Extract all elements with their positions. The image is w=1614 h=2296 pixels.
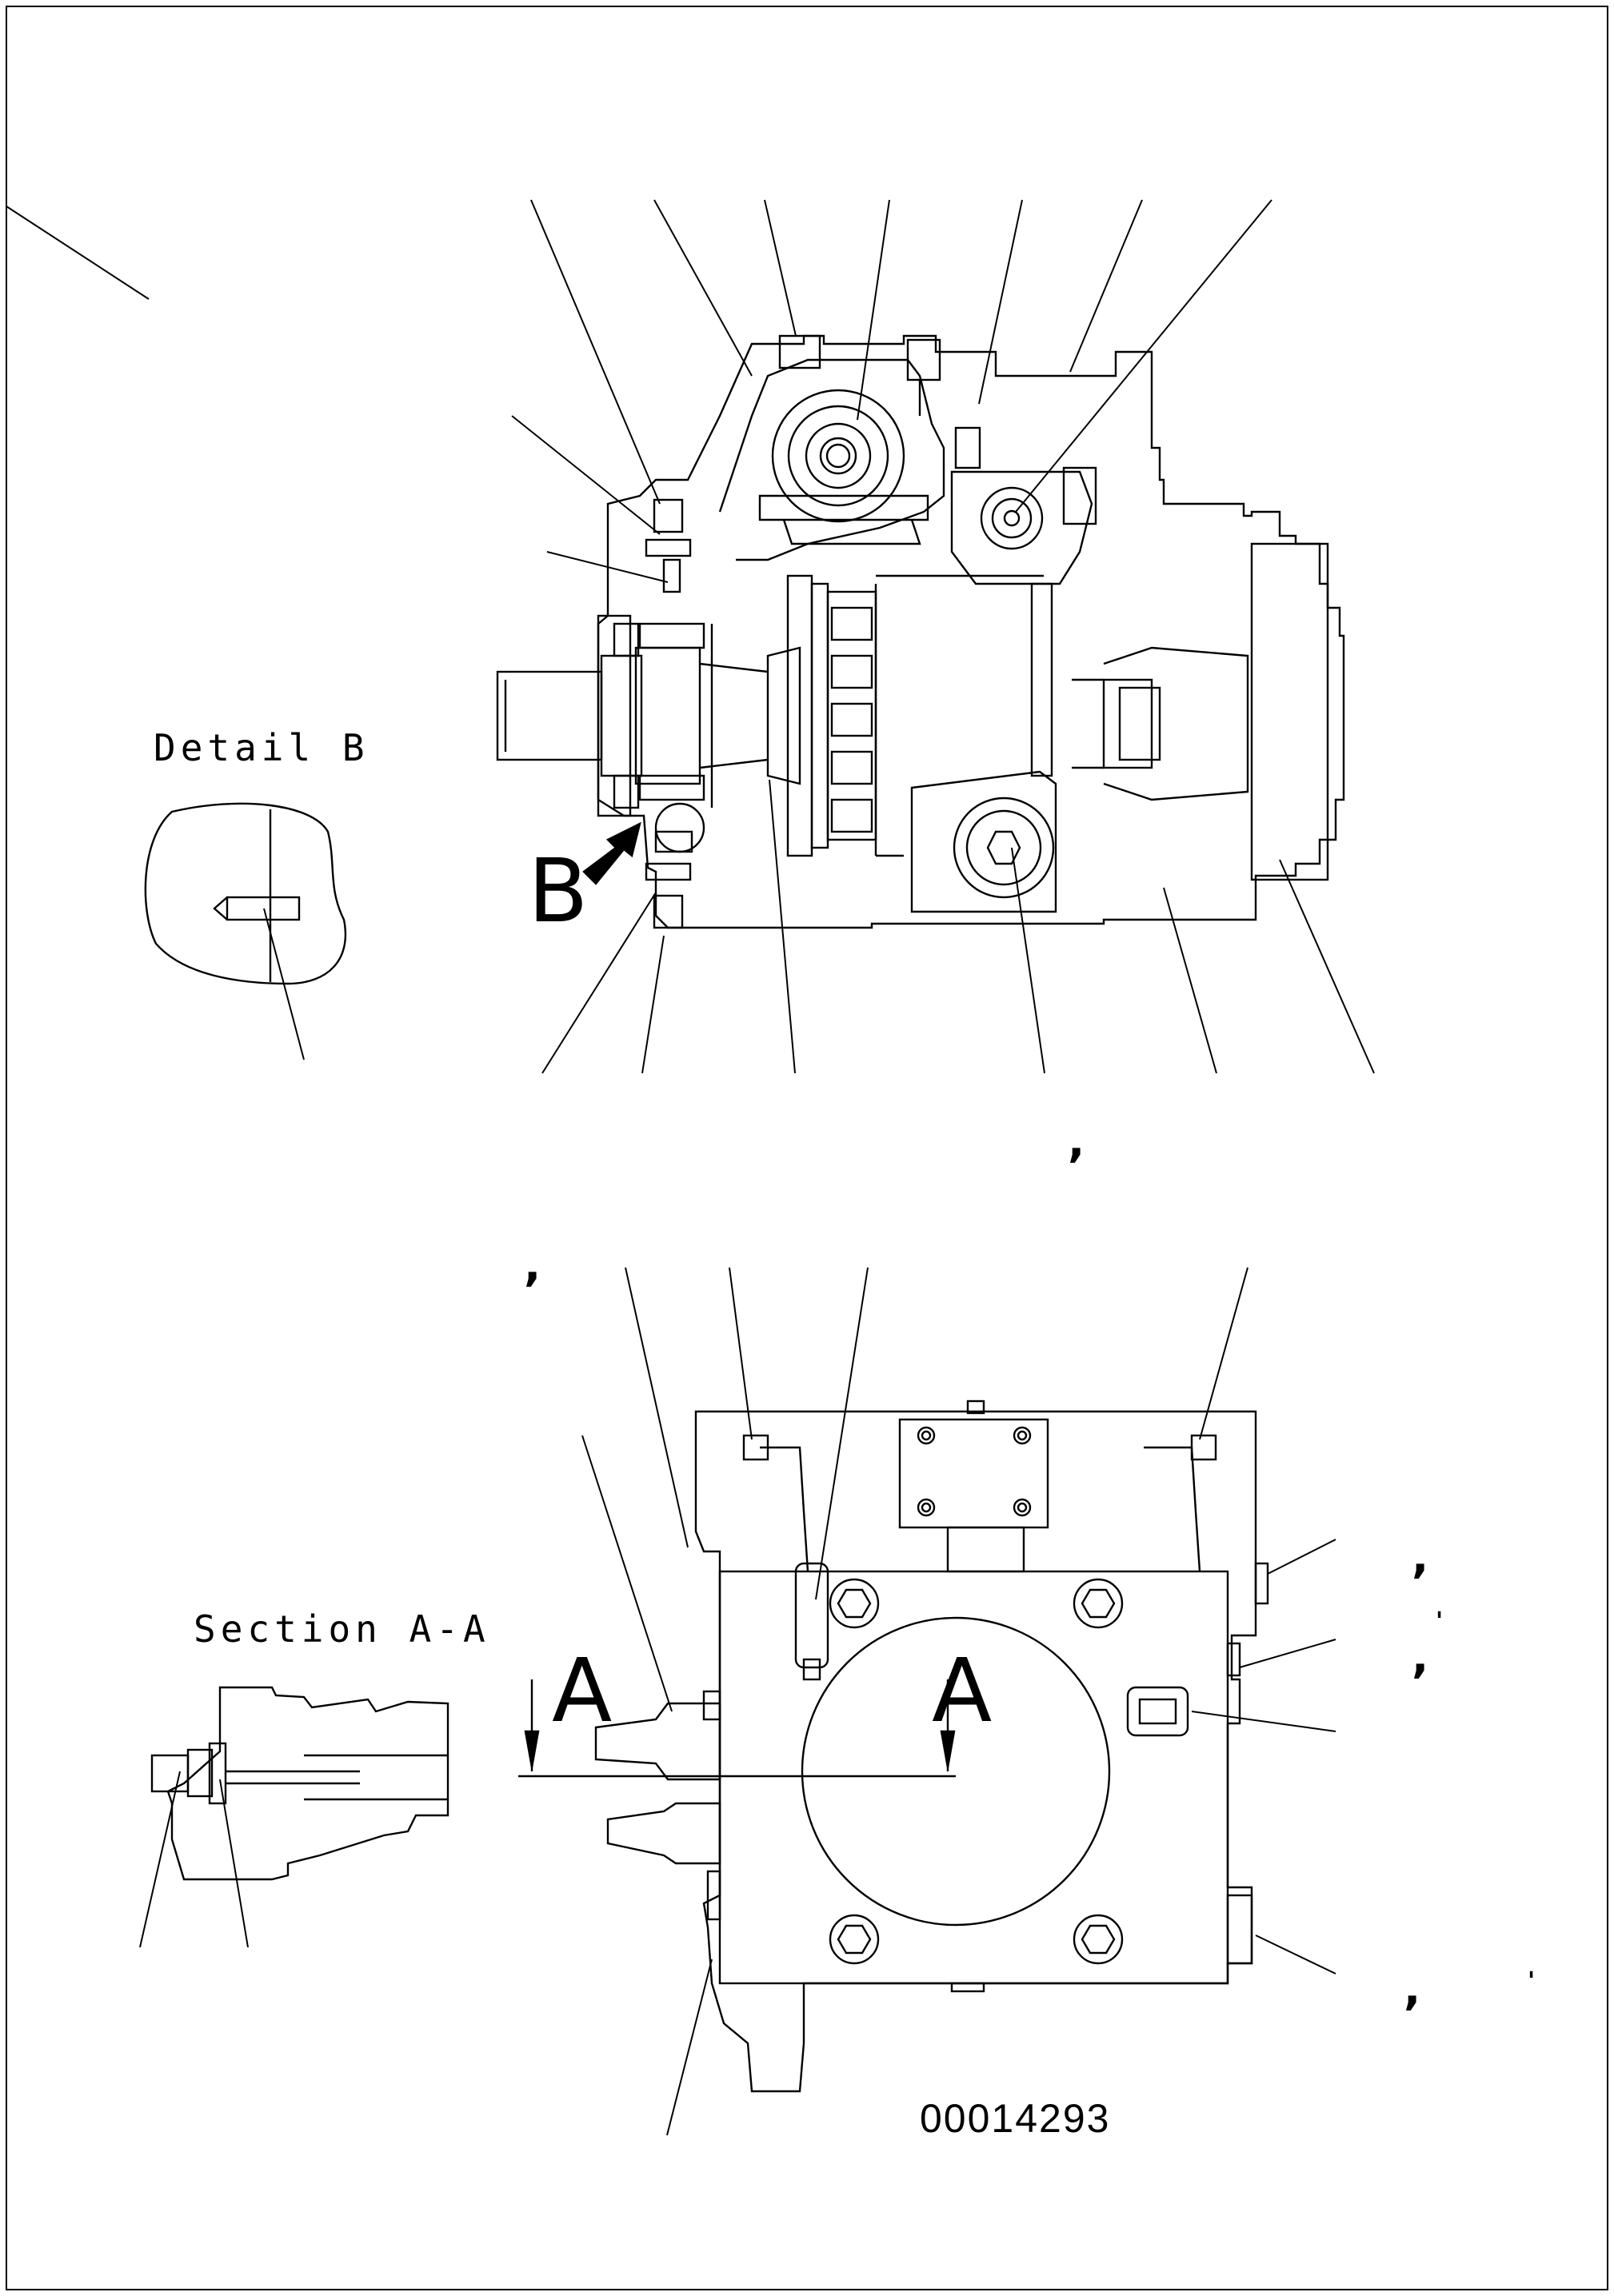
section-letter-a-left: A xyxy=(552,1639,613,1742)
side-plug xyxy=(1126,1686,1189,1737)
pump-assembly-upper-view xyxy=(6,199,1375,1074)
stray-mark: ' xyxy=(1528,1967,1536,1995)
section-a-a-label: Section A-A xyxy=(194,1607,490,1651)
stray-mark: , xyxy=(1068,1116,1085,1168)
input-shaft xyxy=(496,646,801,785)
stray-mark: ' xyxy=(1436,1607,1444,1635)
housing-outline xyxy=(597,334,1345,929)
detail-b-drawing xyxy=(144,802,346,1060)
detail-b-callout xyxy=(654,802,705,853)
regulator-plug xyxy=(950,426,1097,585)
stray-mark: , xyxy=(1412,1531,1429,1583)
view-arrow-b xyxy=(582,821,641,885)
lower-hex-plug xyxy=(910,770,1057,913)
leader-lines-top xyxy=(6,199,1272,583)
output-coupling xyxy=(1072,542,1329,881)
bolts-left xyxy=(645,498,693,929)
servo-piston-top xyxy=(758,334,941,545)
hex-bolts xyxy=(829,1578,1124,1965)
bearing-block xyxy=(597,614,713,817)
stray-mark: , xyxy=(524,1240,541,1292)
main-bore xyxy=(801,1616,1111,1927)
section-letter-a-right: A xyxy=(932,1639,993,1742)
front-face-outline xyxy=(694,1410,1257,2093)
detail-b-label: Detail B xyxy=(154,726,370,769)
section-a-a-drawing xyxy=(139,1686,449,1948)
drawing-number: 00014293 xyxy=(920,2096,1111,2141)
page-border xyxy=(6,6,1608,2290)
cylinder-block xyxy=(786,574,1053,857)
stray-mark: , xyxy=(1404,1963,1421,2015)
stray-mark: , xyxy=(1412,1631,1429,1683)
leader-lines-bottom xyxy=(541,779,1375,1074)
pump-assembly-lower-view xyxy=(518,1267,1336,2136)
view-letter-b: B xyxy=(528,840,589,942)
